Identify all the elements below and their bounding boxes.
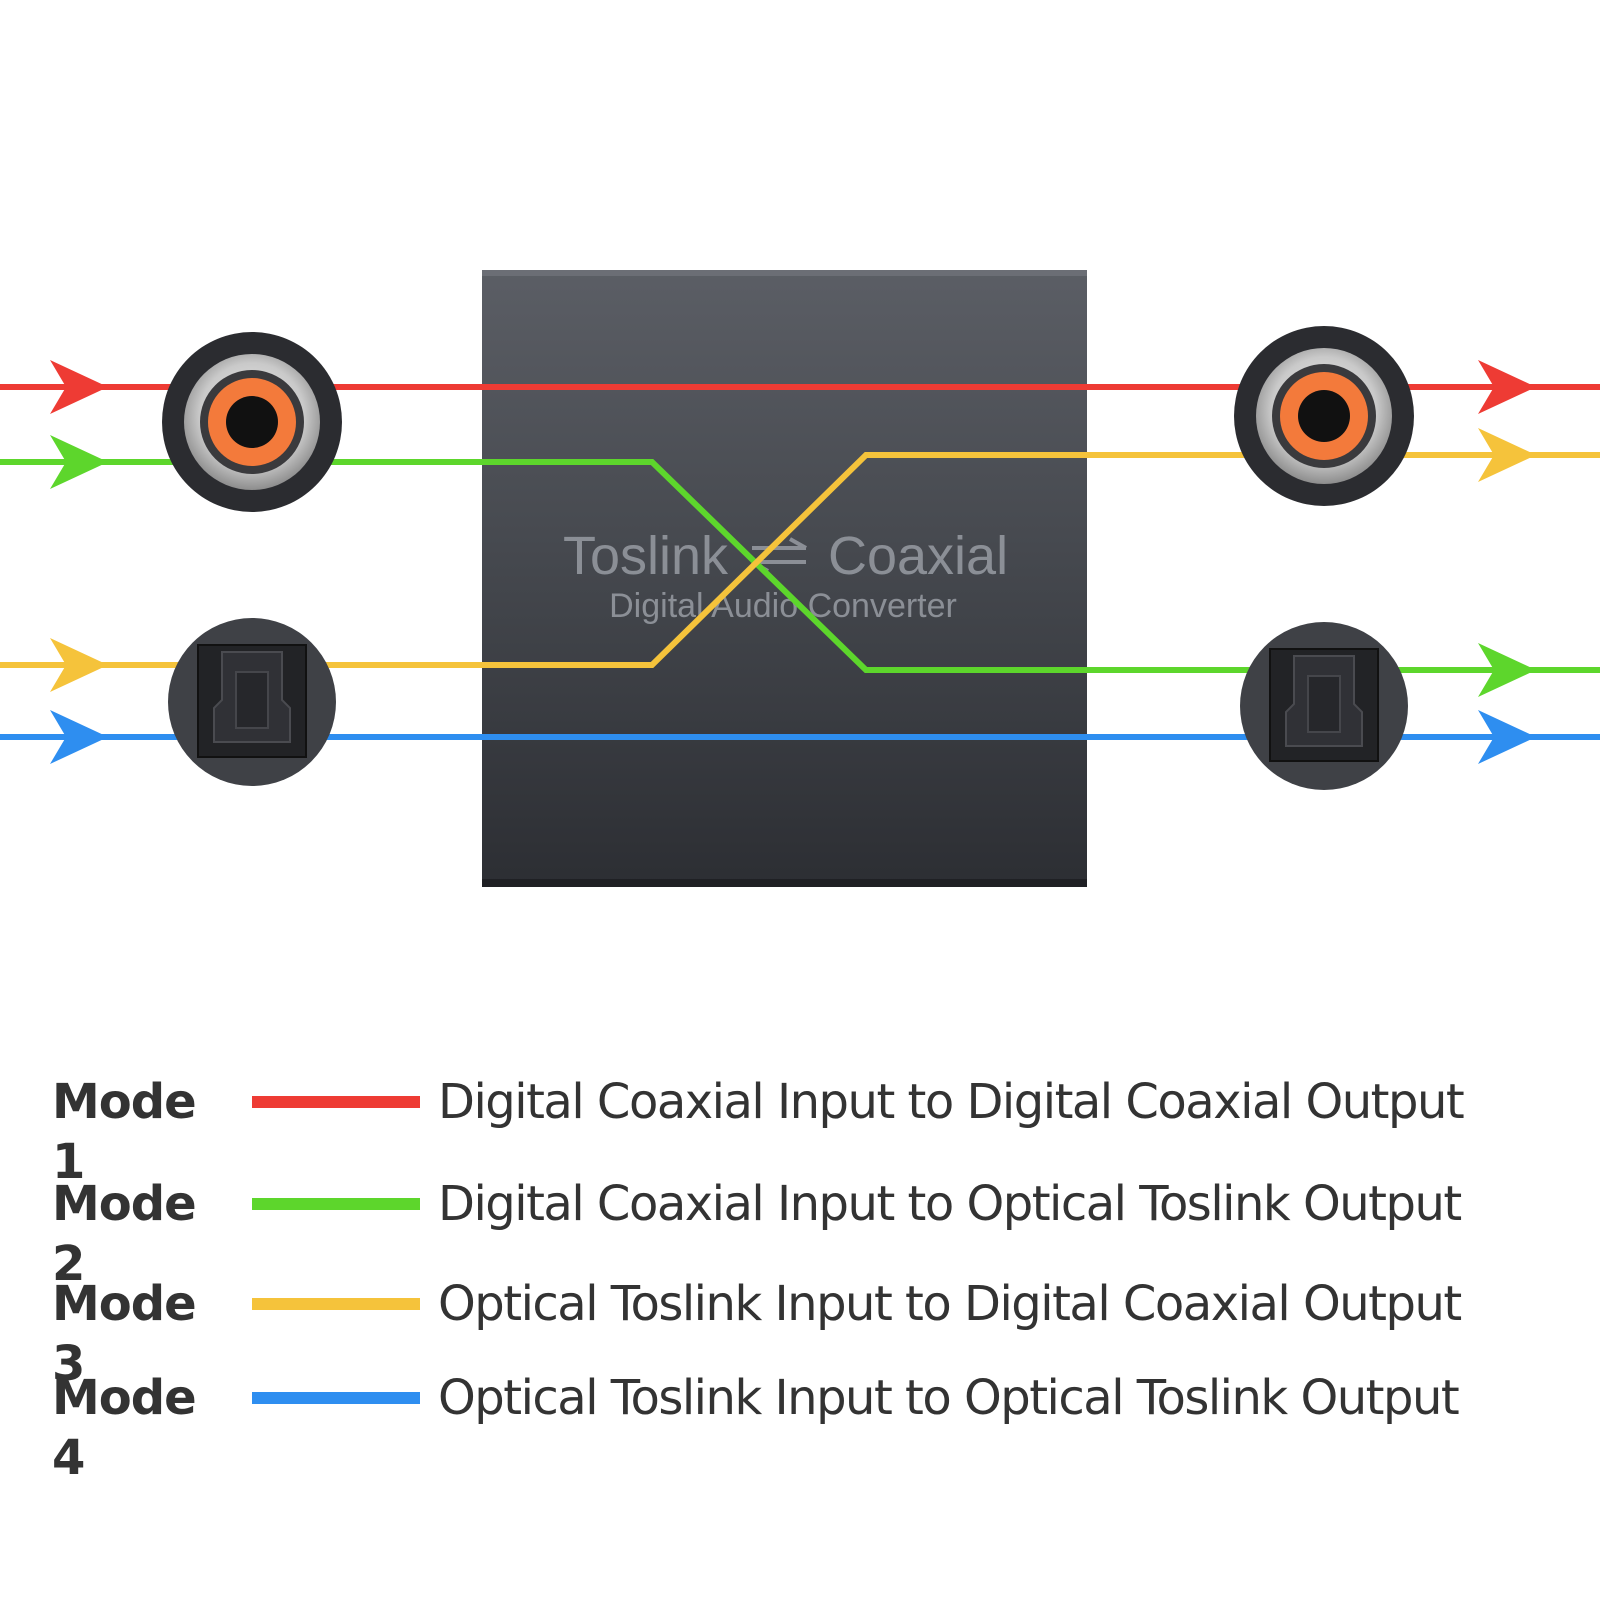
legend-row-mode-1: Mode 1 Digital Coaxial Input to Digital … <box>52 1072 1572 1190</box>
input-coaxial-port-icon <box>162 332 342 512</box>
legend-row-mode-2: Mode 2 Digital Coaxial Input to Optical … <box>52 1174 1572 1292</box>
mode-description: Digital Coaxial Input to Optical Toslink… <box>438 1176 1462 1232</box>
converter-box <box>482 270 1087 887</box>
mode-description: Digital Coaxial Input to Digital Coaxial… <box>438 1074 1465 1130</box>
mode4-output-arrow-icon <box>1478 710 1536 764</box>
arrowheads <box>50 360 1536 764</box>
mode-1-color-swatch <box>252 1096 420 1108</box>
mode-2-color-swatch <box>252 1198 420 1210</box>
input-optical-port-icon <box>168 618 336 786</box>
legend-row-mode-4: Mode 4 Optical Toslink Input to Optical … <box>52 1368 1572 1486</box>
device-title-coaxial: Coaxial <box>828 526 1008 586</box>
mode3-output-arrow-icon <box>1478 428 1536 482</box>
converter-diagram: Toslink Coaxial Digital Audio Converter <box>0 270 1600 887</box>
mode-label: Mode 4 <box>52 1370 197 1486</box>
mode-label: Mode 3 <box>52 1276 197 1392</box>
mode-description: Optical Toslink Input to Digital Coaxial… <box>438 1276 1462 1332</box>
mode-4-color-swatch <box>252 1392 420 1404</box>
output-coaxial-port-icon <box>1234 326 1414 506</box>
device-title-toslink: Toslink <box>563 526 729 586</box>
mode3-input-arrow-icon <box>50 638 108 692</box>
converter-bottom-edge <box>482 879 1087 887</box>
mode2-output-arrow-icon <box>1478 643 1536 697</box>
mode-label: Mode 1 <box>52 1074 197 1190</box>
mode1-output-arrow-icon <box>1478 360 1536 414</box>
mode-label: Mode 2 <box>52 1176 197 1292</box>
mode-description: Optical Toslink Input to Optical Toslink… <box>438 1370 1460 1426</box>
mode-3-color-swatch <box>252 1298 420 1310</box>
legend-row-mode-3: Mode 3 Optical Toslink Input to Digital … <box>52 1274 1572 1392</box>
output-optical-port-icon <box>1240 622 1408 790</box>
converter-top-edge <box>482 270 1087 276</box>
mode1-input-arrow-icon <box>50 360 108 414</box>
mode2-input-arrow-icon <box>50 435 108 489</box>
mode4-input-arrow-icon <box>50 710 108 764</box>
